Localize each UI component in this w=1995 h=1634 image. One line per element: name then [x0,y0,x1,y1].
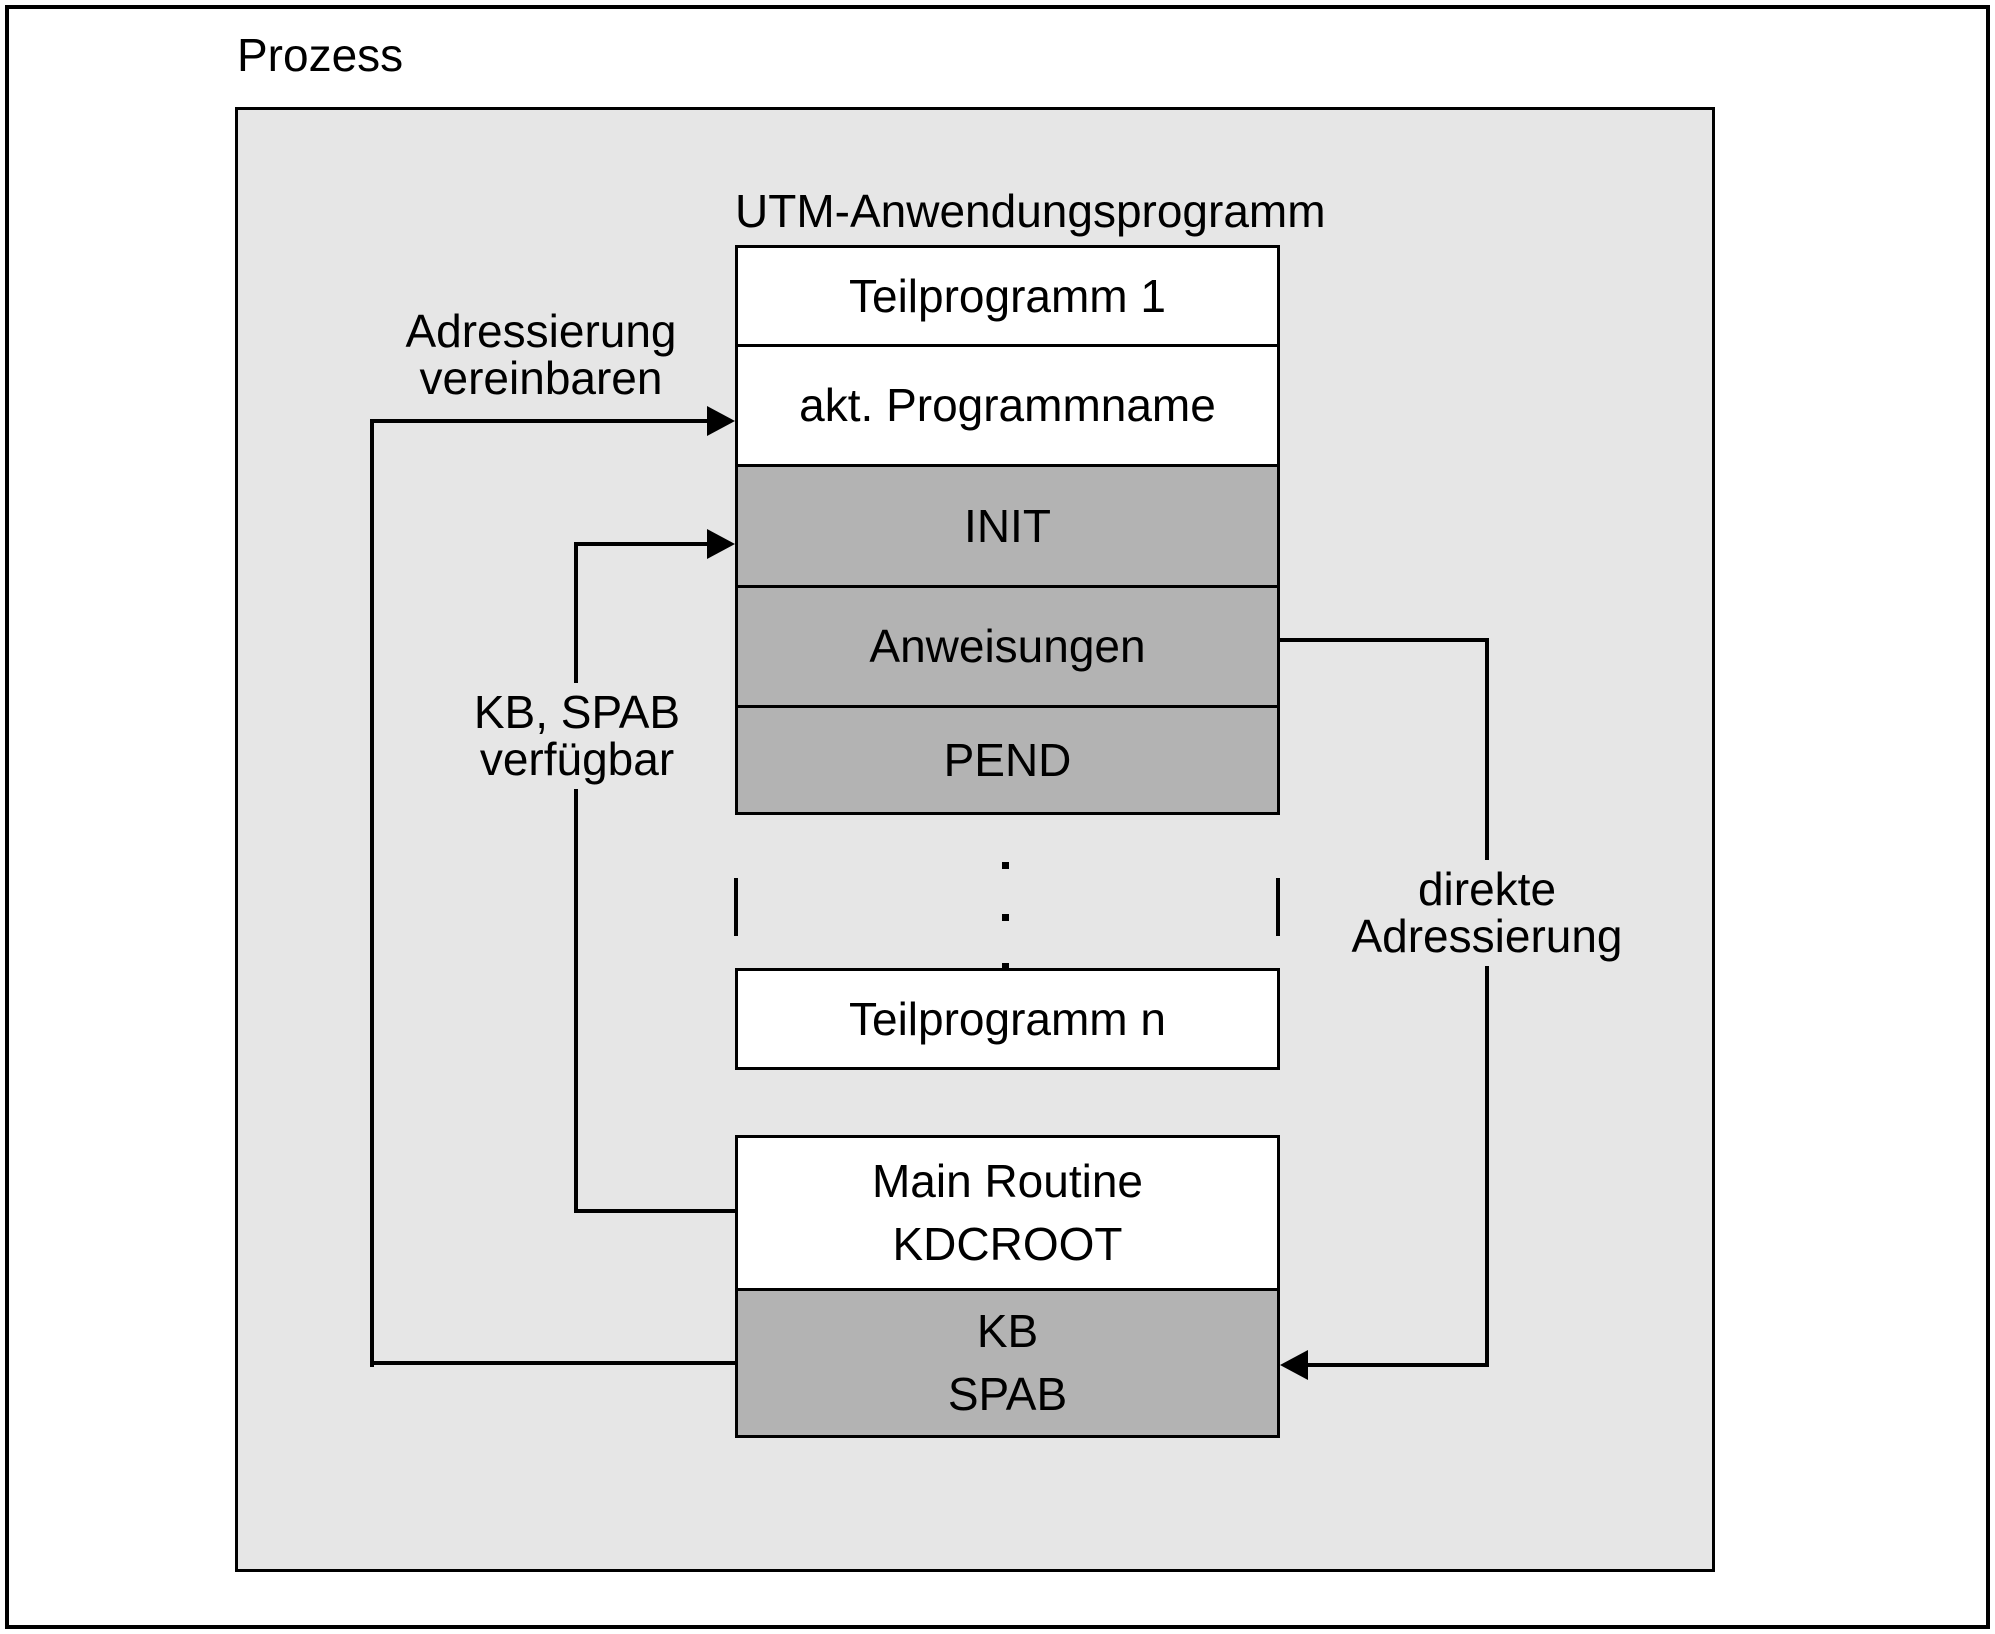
box-anweisungen: Anweisungen [735,585,1280,708]
box-akt-programmname-label: akt. Programmname [799,379,1216,431]
connector-direkte-hline-bottom [1308,1363,1489,1367]
arrowhead-right-akt-programmname [707,406,735,436]
kb-label: KB [976,1305,1039,1357]
connector-direkte-vline [1485,638,1489,1367]
connector-kb-spab-hline-top [574,542,710,546]
spab-label: SPAB [947,1368,1068,1420]
label-kb-spab-verfuegbar: KB, SPAB verfügbar [427,683,727,789]
connector-direkte-hline-top [1280,638,1489,642]
label-kb-spab-line1: KB, SPAB [473,686,681,738]
box-teilprogramm-1: Teilprogramm 1 [735,245,1280,347]
box-pend: PEND [735,705,1280,815]
box-init-label: INIT [964,499,1051,552]
label-kb-spab-line2: verfügbar [479,733,675,785]
continuation-dot [1002,862,1009,869]
kdcroot-label: KDCROOT [892,1218,1123,1270]
stack-continuation-tick-right [1276,878,1280,936]
continuation-dot [1002,914,1009,921]
box-teilprogramm-n-label: Teilprogramm n [849,992,1166,1045]
label-adressierung-vereinbaren: Adressierung vereinbaren [341,308,741,402]
connector-kb-spab-vline [574,542,578,1213]
label-adressierung-line2: vereinbaren [419,352,663,404]
connector-adressierung-hline-bottom [370,1361,735,1365]
box-init: INIT [735,464,1280,588]
box-akt-programmname: akt. Programmname [735,344,1280,467]
label-direkte-line1: direkte [1417,863,1557,915]
stack-continuation-tick-left [734,878,738,936]
label-adressierung-line1: Adressierung [405,305,677,357]
arrowhead-right-init [707,529,735,559]
connector-kb-spab-hline-bottom [574,1209,735,1213]
label-direkte-line2: Adressierung [1351,910,1623,962]
continuation-dot [1002,963,1009,970]
connector-adressierung-hline-top [370,419,710,423]
label-direkte-adressierung: direkte Adressierung [1327,860,1647,966]
app-title: UTM-Anwendungsprogramm [735,185,1326,237]
box-pend-label: PEND [943,733,1072,786]
box-kb-spab: KB SPAB [735,1288,1280,1438]
connector-adressierung-vline [370,419,374,1367]
box-teilprogramm-n: Teilprogramm n [735,968,1280,1070]
box-main-routine-kdcroot: Main Routine KDCROOT [735,1135,1280,1291]
arrowhead-left-kb-spab [1280,1350,1308,1380]
box-teilprogramm-1-label: Teilprogramm 1 [849,269,1166,322]
frame-label: Prozess [237,29,404,81]
outer-frame [5,5,1990,1629]
box-anweisungen-label: Anweisungen [869,620,1146,672]
main-routine-label: Main Routine [871,1155,1144,1207]
